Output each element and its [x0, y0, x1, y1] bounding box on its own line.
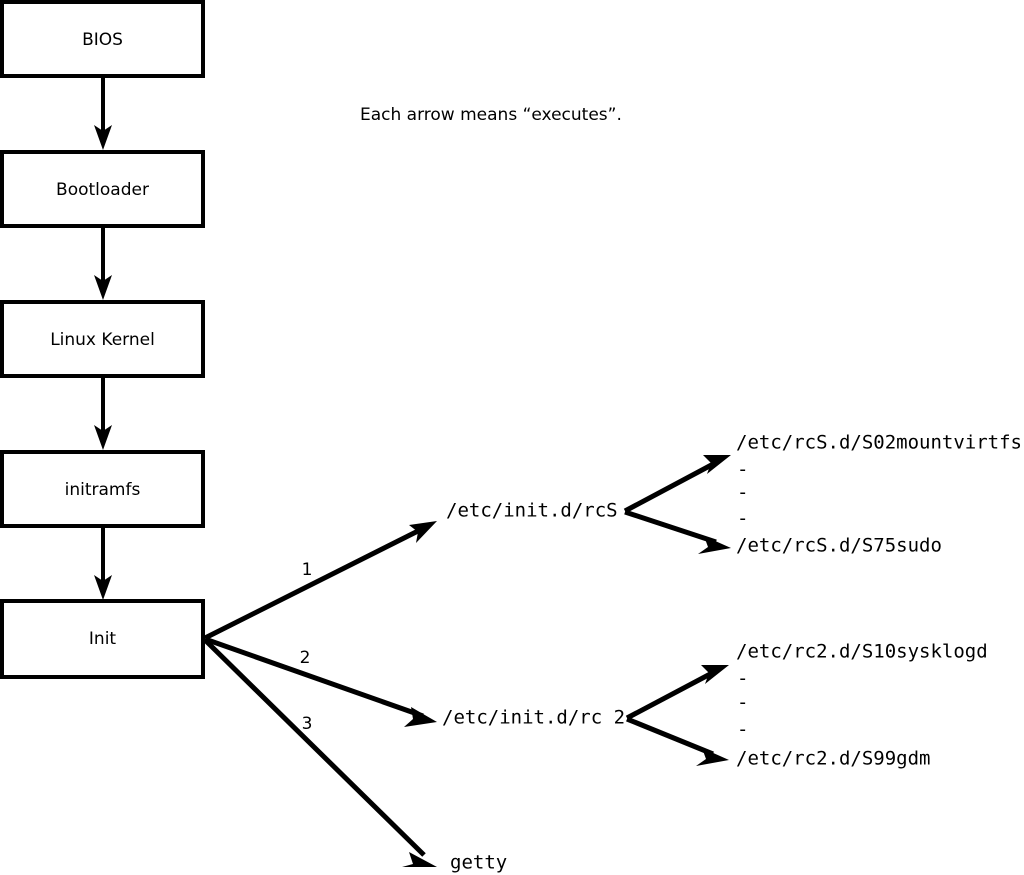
- arrow-init-branch-3: [203, 638, 437, 867]
- node-linux-kernel-label: Linux Kernel: [50, 330, 155, 350]
- label-rc2-last-script[interactable]: /etc/rc2.d/S99gdm: [736, 748, 930, 770]
- rcs-fanout-arrows-group: [623, 455, 731, 554]
- arrow-init-branch-1: [203, 521, 437, 641]
- node-initramfs-label: initramfs: [65, 480, 141, 500]
- node-bios[interactable]: BIOS: [0, 0, 205, 78]
- arrow-rc2-to-last-script: [626, 716, 729, 766]
- branch-number-2: 2: [300, 648, 311, 668]
- node-bios-label: BIOS: [82, 30, 123, 50]
- label-etc-init-d-rcs[interactable]: /etc/init.d/rcS: [446, 500, 618, 522]
- label-getty[interactable]: getty: [450, 852, 507, 874]
- diagram-caption: Each arrow means “executes”.: [360, 105, 622, 125]
- rcs-ellipsis-dash-2: -: [737, 482, 748, 504]
- node-initramfs-rect: [0, 450, 205, 528]
- label-rcs-last-script[interactable]: /etc/rcS.d/S75sudo: [736, 535, 942, 557]
- label-etc-init-d-rc-2[interactable]: /etc/init.d/rc 2: [442, 707, 625, 729]
- node-init-label: Init: [89, 629, 117, 649]
- node-initramfs[interactable]: initramfs: [0, 450, 205, 528]
- node-bootloader[interactable]: Bootloader: [0, 150, 205, 228]
- rcs-ellipsis-dash-1: -: [737, 459, 748, 481]
- arrow-initramfs-to-init: [94, 526, 112, 600]
- rc2-fanout-arrows-group: [625, 665, 729, 766]
- node-linux-kernel-rect: [0, 300, 205, 378]
- node-init[interactable]: Init: [0, 599, 205, 679]
- rcs-ellipsis-dash-3: -: [737, 508, 748, 530]
- arrow-bootloader-to-kernel: [94, 226, 112, 300]
- branch-number-1: 1: [302, 560, 313, 580]
- node-bootloader-label: Bootloader: [56, 180, 149, 200]
- init-branch-arrows-group: [203, 521, 437, 867]
- node-bios-rect: [0, 0, 205, 78]
- rc2-ellipsis-dash-2: -: [737, 692, 748, 714]
- arrow-bios-to-bootloader: [94, 76, 112, 150]
- rc2-ellipsis-dash-1: -: [737, 668, 748, 690]
- boot-chain-group: BIOS Bootloader Linux Kernel initramfs I…: [0, 0, 205, 679]
- arrow-rcs-to-last-script: [624, 509, 731, 554]
- arrow-rcs-to-first-script: [623, 455, 731, 514]
- label-rcs-first-script[interactable]: /etc/rcS.d/S02mountvirtfs: [736, 432, 1022, 454]
- node-init-rect: [0, 599, 205, 679]
- arrow-kernel-to-initramfs: [94, 376, 112, 450]
- label-rc2-first-script[interactable]: /etc/rc2.d/S10sysklogd: [736, 641, 988, 663]
- branch-number-3: 3: [302, 714, 313, 734]
- node-linux-kernel[interactable]: Linux Kernel: [0, 300, 205, 378]
- arrow-init-branch-2: [204, 636, 437, 727]
- rc2-ellipsis-dash-3: -: [737, 719, 748, 741]
- chain-arrows-group: [94, 76, 112, 600]
- arrow-rc2-to-first-script: [625, 665, 729, 721]
